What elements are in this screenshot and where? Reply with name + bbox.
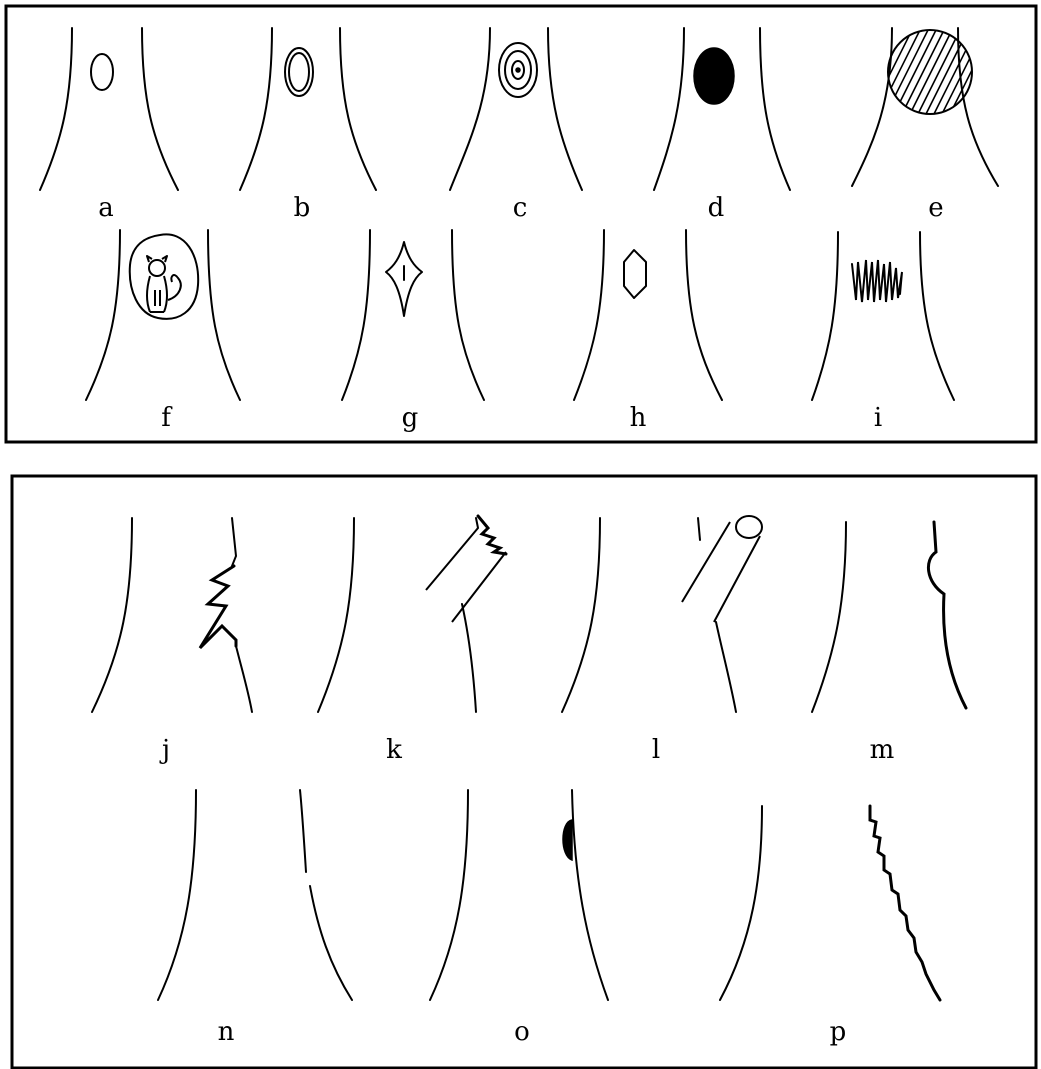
trunk-left-outline <box>562 518 600 712</box>
small-oval-scar <box>91 54 113 90</box>
figure-label-k: k <box>386 735 402 765</box>
figure-c: c <box>450 28 582 223</box>
figure-n: n <box>158 790 352 1047</box>
solid-knob-on-outline <box>563 820 572 860</box>
figure-label-e: e <box>928 193 943 223</box>
bulge-on-trunk <box>928 522 966 708</box>
figure-b: b <box>240 28 376 223</box>
trunk-right-outline-upper <box>476 518 478 528</box>
trunk-right-outline <box>452 230 484 400</box>
figure-label-g: g <box>402 403 419 433</box>
trunk-right-outline <box>340 28 376 190</box>
figure-a: a <box>40 28 178 223</box>
figure-label-d: d <box>708 193 725 223</box>
sawn-branch-jagged-end <box>478 516 506 554</box>
figure-label-i: i <box>874 403 882 433</box>
trunk-left-outline <box>240 28 272 190</box>
trunk-right-outline-lower <box>716 622 736 712</box>
figure-label-n: n <box>218 1017 235 1047</box>
figure-label-m: m <box>870 735 895 765</box>
figure-label-b: b <box>294 193 311 223</box>
trunk-left-outline <box>812 522 846 712</box>
trunk-left-outline <box>342 230 370 400</box>
figure-g: g <box>342 230 484 433</box>
trunk-left-outline <box>654 28 684 190</box>
figure-label-o: o <box>514 1017 530 1047</box>
figure-e: e <box>830 10 1002 223</box>
figure-h: h <box>574 230 722 433</box>
trunk-left-outline <box>40 28 72 190</box>
trunk-left-outline <box>574 230 604 400</box>
figure-label-h: h <box>630 403 647 433</box>
trunk-right-outline-upper <box>300 790 306 872</box>
trunk-right-outline <box>142 28 178 190</box>
trunk-right-outline <box>548 28 582 190</box>
trunk-right-outline <box>686 230 722 400</box>
figure-d: d <box>654 28 790 223</box>
scribbled-scar <box>852 260 902 302</box>
hexagonal-scar <box>624 250 646 298</box>
figure-label-a: a <box>98 193 114 223</box>
trunk-right-outline-upper <box>698 518 700 540</box>
trunk-left-outline <box>720 806 762 1000</box>
sawn-branch-edges <box>426 528 506 622</box>
figure-f: f <box>86 230 240 433</box>
trunk-left-outline <box>92 518 132 712</box>
figure-m: m <box>812 522 966 765</box>
double-ring-oval-scar-inner <box>289 53 309 91</box>
trunk-left-outline <box>430 790 468 1000</box>
trunk-right-outline <box>208 230 240 400</box>
trunk-left-outline <box>86 230 120 400</box>
animal-figure <box>147 256 181 312</box>
trunk-left-outline <box>450 28 490 190</box>
trunk-left-outline <box>812 232 838 400</box>
trunk-right-outline <box>920 232 954 400</box>
cut-branch-stub-end <box>736 516 762 538</box>
figure-label-f: f <box>161 403 173 433</box>
figure-label-p: p <box>830 1017 847 1047</box>
trunk-right-outline <box>958 28 998 186</box>
bottom-panel-frame <box>12 476 1036 1068</box>
trunk-right-outline-lower <box>310 886 352 1000</box>
figure-label-j: j <box>159 735 170 765</box>
trunk-right-outline-lower <box>236 646 252 712</box>
figure-label-c: c <box>513 193 528 223</box>
trunk-right-outline <box>572 790 608 1000</box>
jagged-broken-branch <box>200 566 236 648</box>
trunk-right-outline <box>760 28 790 190</box>
top-panel-frame <box>6 6 1036 442</box>
figure-p: p <box>720 806 940 1047</box>
figure-i: i <box>812 232 954 433</box>
figure-j: j <box>92 518 252 765</box>
figure-l: l <box>562 516 762 765</box>
trunk-left-outline <box>158 790 196 1000</box>
figure-o: o <box>430 790 608 1047</box>
solid-black-scar <box>694 48 734 104</box>
trunk-left-outline <box>852 28 892 186</box>
figure-label-l: l <box>652 735 660 765</box>
concentric-ring-center <box>516 68 520 72</box>
trunk-right-outline-lower <box>462 604 476 712</box>
trunk-right-outline-upper <box>232 518 236 566</box>
rough-bark-outline <box>870 806 940 1000</box>
trunk-left-outline <box>318 518 354 712</box>
figure-k: k <box>318 516 506 765</box>
